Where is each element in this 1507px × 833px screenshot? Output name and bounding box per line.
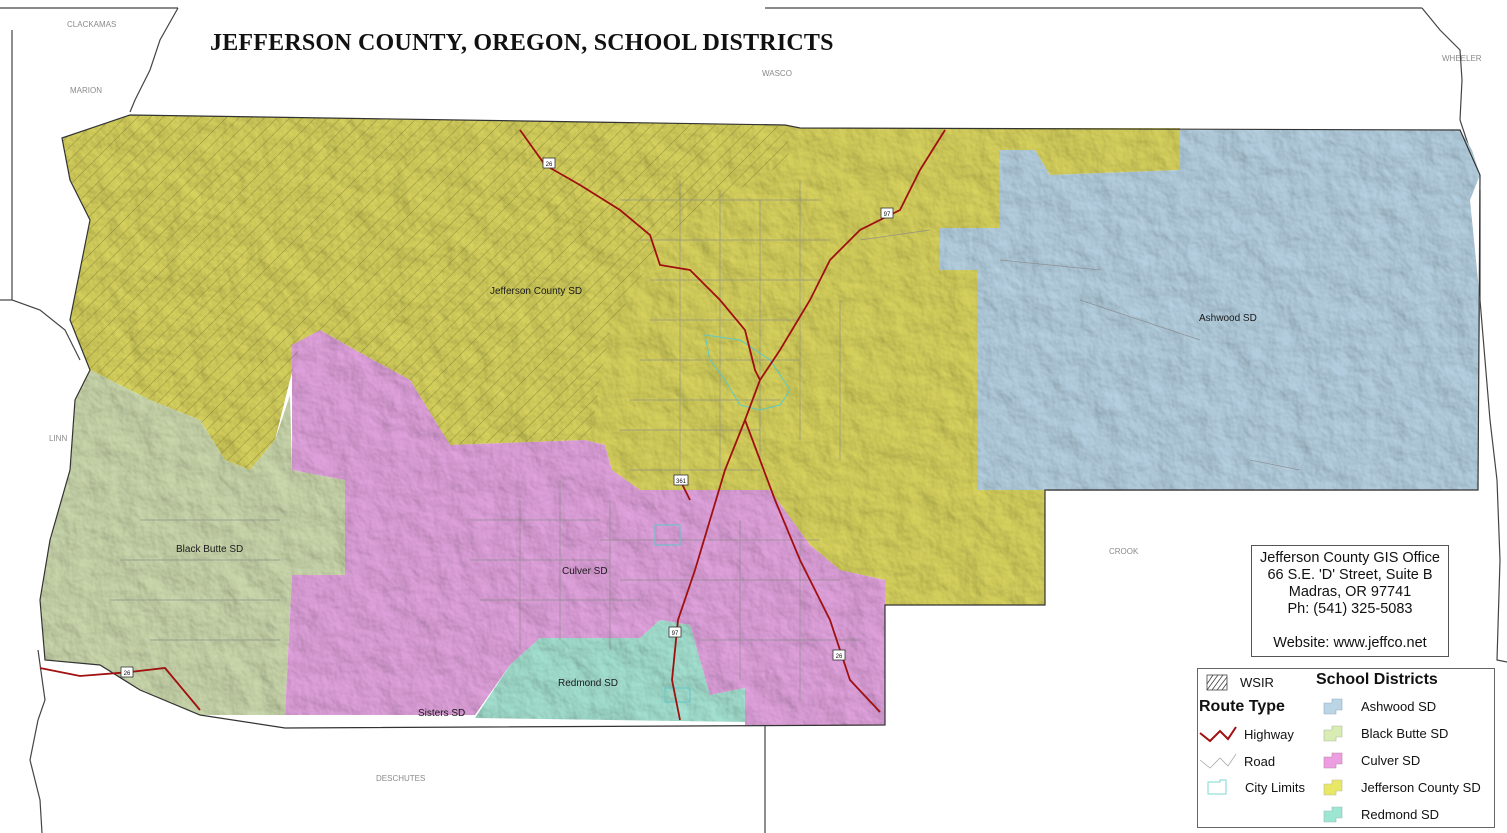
legend-district-culver: Culver SD [1322,752,1420,769]
legend-district-ashwood: Ashwood SD [1322,698,1436,715]
black-butte-sd-area[interactable] [40,370,345,715]
legend-wsir: WSIR [1206,674,1274,691]
svg-text:97: 97 [672,631,679,637]
county-label: LINN [49,434,68,443]
highway-label: Highway [1244,726,1294,742]
culver-swatch-icon [1323,752,1343,769]
county-label: WASCO [762,69,792,78]
district-legend-label: Ashwood SD [1361,699,1437,714]
svg-text:26: 26 [124,671,131,677]
black-butte-swatch-icon [1323,725,1343,742]
route-shield: 97 [880,207,894,219]
svg-text:361: 361 [676,479,687,485]
city-limits-swatch-icon [1207,779,1227,795]
map-legend: WSIR Route Type School Districts Highway… [1197,668,1495,828]
county-label: CLACKAMAS [67,20,117,29]
route-shield: 26 [542,157,556,169]
gis-office-address2: Madras, OR 97741 [1288,584,1412,600]
school-districts-title: School Districts [1316,671,1438,688]
jefferson-swatch-icon [1323,779,1343,796]
district-label-redmond: Redmond SD [558,678,619,689]
ashwood-sd-area[interactable] [940,130,1480,490]
route-shield: 97 [668,626,682,638]
city-limits [654,334,791,703]
redmond-swatch-icon [1323,806,1343,823]
legend-road: Road [1198,752,1275,770]
svg-text:97: 97 [884,212,891,218]
wsir-label: WSIR [1240,675,1274,690]
gis-office-website[interactable]: Website: www.jeffco.net [1273,635,1427,651]
district-label-sisters: Sisters SD [418,708,466,719]
road-label: Road [1244,753,1276,769]
route-shield: 26 [832,649,846,661]
highways [39,129,946,721]
district-legend-label: Jefferson County SD [1361,780,1481,795]
legend-district-black-butte: Black Butte SD [1322,725,1448,742]
legend-city-limits: City Limits [1206,779,1305,796]
wsir-hatch-area [62,115,790,470]
gis-office-box: Jefferson County GIS Office 66 S.E. 'D' … [1251,545,1449,657]
svg-text:26: 26 [836,654,843,660]
legend-district-redmond: Redmond SD [1322,806,1439,823]
wsir-swatch-icon [1206,674,1228,691]
county-label: MARION [70,86,102,95]
ashwood-swatch-icon [1323,698,1343,715]
legend-district-jefferson: Jefferson County SD [1322,779,1481,796]
district-label-ashwood: Ashwood SD [1199,313,1257,324]
legend-highway: Highway [1198,725,1294,743]
culver-sd-area[interactable] [285,330,885,725]
district-legend-label: Redmond SD [1361,807,1440,822]
county-label: WHEELER [1442,54,1482,63]
map-title: JEFFERSON COUNTY, OREGON, SCHOOL DISTRIC… [210,30,834,56]
district-label-culver: Culver SD [562,566,608,577]
county-outline [39,114,1481,729]
road-network [110,180,1301,700]
svg-text:26: 26 [546,162,553,168]
county-label: CROOK [1109,547,1139,556]
district-label-black-butte: Black Butte SD [176,544,244,555]
route-type-title: Route Type [1199,698,1285,715]
gis-office-address1: 66 S.E. 'D' Street, Suite B [1267,567,1433,583]
route-shields: 26 97 361 97 26 26 [120,157,894,678]
highway-line-icon [1199,726,1237,743]
district-label-jefferson: Jefferson County SD [490,286,583,297]
city-limits-label: City Limits [1245,780,1305,795]
redmond-sd-area[interactable] [475,620,745,722]
road-line-icon [1199,753,1237,769]
district-legend-label: Culver SD [1361,753,1421,768]
district-legend-label: Black Butte SD [1361,726,1449,741]
route-shield: 26 [120,666,134,678]
county-label: DESCHUTES [376,774,426,783]
gis-office-name: Jefferson County GIS Office [1260,550,1440,566]
route-shield: 361 [673,474,689,486]
gis-office-phone: Ph: (541) 325-5083 [1287,601,1413,617]
